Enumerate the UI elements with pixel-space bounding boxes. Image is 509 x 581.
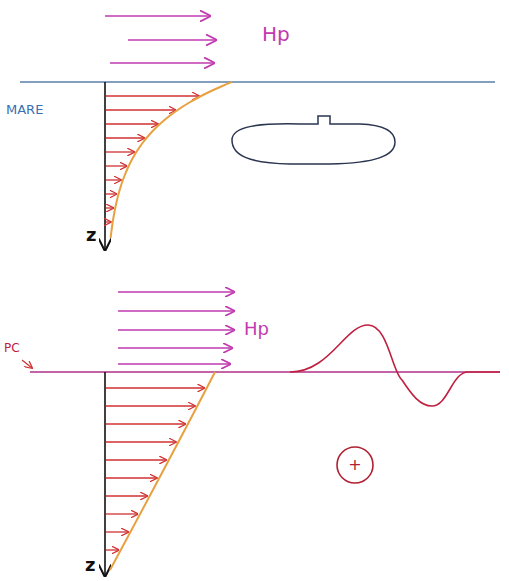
- depth-axis: [104, 372, 106, 576]
- field-arrow: [106, 477, 157, 478]
- field-arrow: [106, 165, 127, 166]
- anomaly-curve: [290, 325, 500, 406]
- field-arrow: [106, 221, 111, 222]
- sea-surface: [30, 371, 500, 372]
- field-profile-arrows: [106, 388, 205, 550]
- field-arrow: [106, 531, 128, 532]
- field-arrow: [106, 495, 147, 496]
- field-arrow: [106, 549, 119, 550]
- field-arrow: [106, 441, 176, 442]
- medium-label: MARE: [6, 103, 43, 116]
- depth-axis: [104, 82, 106, 250]
- sea-surface: [20, 81, 495, 82]
- field-arrow: [106, 387, 205, 388]
- field-label: Hp: [244, 320, 269, 338]
- primary-field-arrows: [105, 16, 216, 63]
- field-arrow: [106, 137, 144, 138]
- axis-label: z: [85, 556, 95, 574]
- field-arrow: [106, 123, 158, 124]
- field-arrow: [106, 207, 113, 208]
- axis-label: z: [86, 226, 96, 244]
- polarity-sign: +: [348, 457, 361, 473]
- field-arrow: [106, 405, 195, 406]
- field-arrow: [106, 179, 121, 180]
- field-arrow: [106, 513, 138, 514]
- level-label: PC: [4, 342, 20, 354]
- submarine-outline: [232, 116, 395, 164]
- field-arrow: [106, 459, 166, 460]
- field-decay-line: [110, 372, 215, 570]
- pc-pointer: [22, 360, 32, 368]
- primary-field-arrows: [118, 292, 234, 364]
- field-arrow: [106, 151, 134, 152]
- field-arrow: [106, 193, 117, 194]
- field-arrow: [106, 95, 199, 96]
- field-arrow: [106, 423, 185, 424]
- field-decay-curve: [111, 82, 232, 238]
- field-label: Hp: [262, 24, 290, 44]
- field-profile-arrows: [106, 96, 199, 222]
- field-arrow: [106, 109, 176, 110]
- conductor-section: [337, 447, 373, 483]
